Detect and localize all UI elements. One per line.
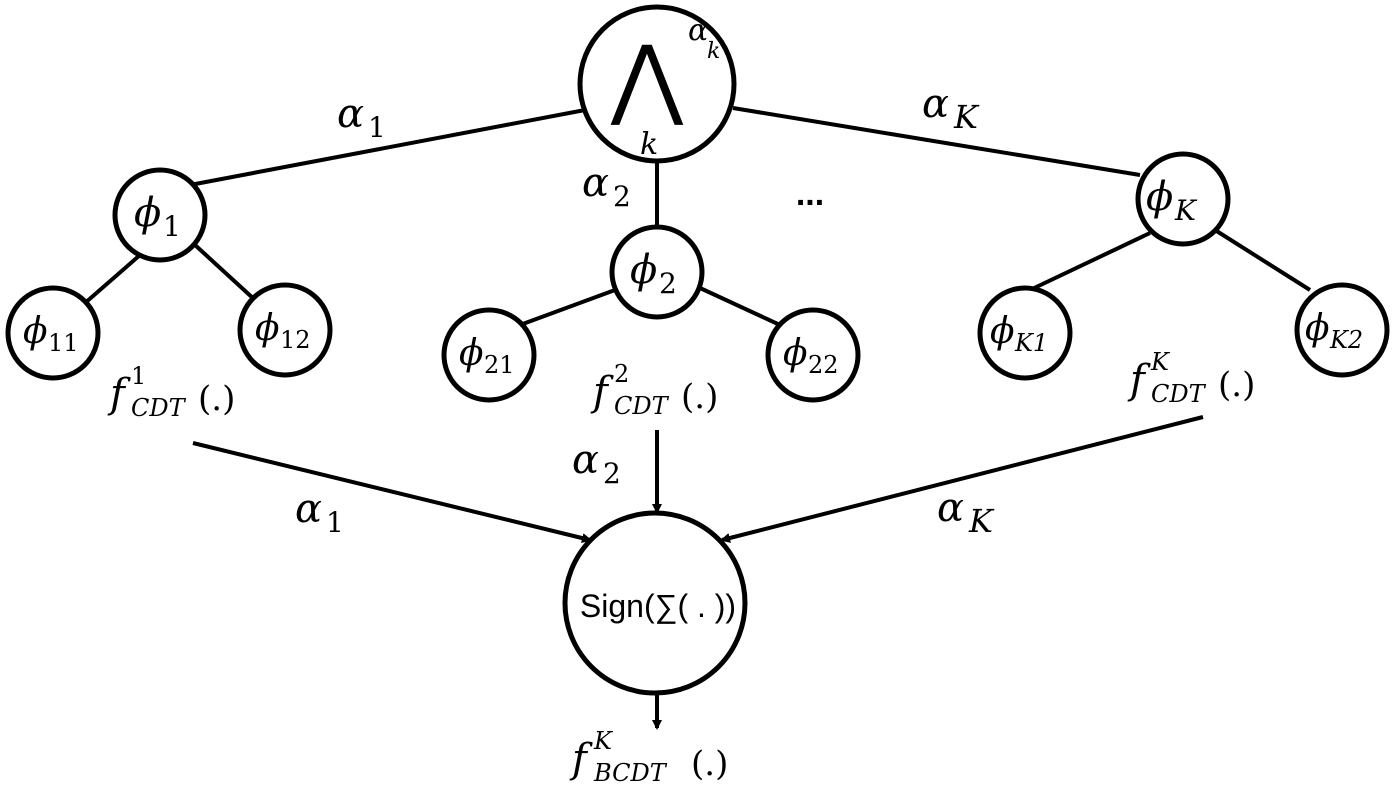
arrow-fK-to-combiner [720, 415, 1204, 543]
edge-phiK-phiK1 [1029, 231, 1151, 292]
svg-text:ϕ: ϕ [23, 311, 48, 352]
svg-text:ϕ: ϕ [783, 333, 808, 374]
edge-phi2-phi21 [519, 288, 616, 327]
edge-root-phiK [732, 106, 1141, 177]
svg-text:K: K [1150, 348, 1171, 376]
root-superscript-alpha: α [688, 13, 708, 48]
node-phi21: ϕ 21 [441, 307, 537, 403]
conjunction-symbol: ⋀ [610, 26, 684, 129]
svg-text:α: α [922, 81, 949, 127]
svg-text:2: 2 [613, 180, 631, 213]
svg-text:ϕ: ϕ [134, 190, 161, 236]
svg-text:(.): (.) [681, 377, 718, 417]
node-phi11: ϕ 11 [5, 285, 101, 381]
node-phiK1: ϕ K1 [977, 285, 1073, 381]
svg-text:BCDT: BCDT [593, 759, 668, 787]
svg-text:1: 1 [326, 506, 344, 539]
svg-text:ϕ: ϕ [459, 333, 484, 374]
node-phi12: ϕ 12 [237, 282, 333, 378]
svg-text:K: K [968, 502, 995, 540]
svg-text:1: 1 [131, 362, 146, 390]
svg-text:K: K [1174, 194, 1198, 227]
svg-text:CDT: CDT [131, 394, 187, 422]
svg-text:CDT: CDT [614, 392, 670, 420]
node-phi22: ϕ 22 [765, 307, 861, 403]
root-subscript-k: k [640, 127, 658, 162]
svg-text:ϕ: ϕ [1146, 174, 1173, 220]
svg-text:K: K [953, 98, 980, 136]
arrow-f1-to-combiner [192, 441, 592, 543]
label-bottom-alpha1: α 1 [295, 486, 344, 539]
svg-text:α: α [337, 91, 364, 137]
label-fK-cdt: f K CDT (.) [1127, 348, 1255, 408]
svg-text:1: 1 [368, 111, 386, 144]
node-phiK2: ϕ K2 [1294, 282, 1390, 378]
svg-text:f: f [569, 736, 593, 782]
ellipsis: ... [796, 175, 824, 213]
svg-text:ϕ: ϕ [1305, 308, 1330, 349]
svg-text:22: 22 [808, 351, 839, 379]
svg-text:f: f [1127, 357, 1151, 403]
label-f2-cdt: f 2 CDT (.) [590, 360, 718, 420]
label-bottom-alpha2: α 2 [572, 437, 621, 490]
svg-text:21: 21 [484, 351, 515, 379]
edge-phi1-phi11 [83, 253, 142, 305]
label-output-bcdt: f K BCDT (.) [569, 727, 728, 787]
label-top-alphaK: α K [922, 81, 980, 136]
svg-text:α: α [295, 486, 322, 532]
svg-text:ϕ: ϕ [630, 247, 657, 293]
svg-text:α: α [572, 437, 599, 483]
svg-text:1: 1 [163, 210, 181, 243]
svg-text:α: α [937, 485, 964, 531]
svg-text:ϕ: ϕ [255, 308, 280, 349]
label-top-alpha1: α 1 [337, 91, 386, 144]
root-superscript-k: k [707, 39, 720, 64]
svg-text:2: 2 [614, 360, 629, 388]
root-conjunction-node: ⋀ α k k [577, 4, 737, 164]
svg-text:2: 2 [603, 457, 621, 490]
svg-text:K: K [593, 727, 614, 755]
svg-text:2: 2 [659, 267, 677, 300]
svg-text:(.): (.) [691, 744, 728, 784]
combiner-node: Sign(∑( . )) [562, 510, 748, 696]
edge-phiK-phiK2 [1213, 228, 1312, 292]
label-f1-cdt: f 1 CDT (.) [107, 362, 235, 422]
svg-text:f: f [590, 369, 614, 415]
edge-phi1-phi12 [193, 243, 257, 302]
label-bottom-alphaK: α K [937, 485, 995, 540]
label-top-alpha2: α 2 [582, 160, 631, 213]
svg-text:K2: K2 [1329, 326, 1363, 354]
svg-text:11: 11 [48, 329, 79, 357]
svg-text:12: 12 [280, 326, 311, 354]
edge-phi2-phi22 [699, 286, 781, 327]
svg-text:(.): (.) [198, 379, 235, 419]
svg-text:f: f [107, 371, 131, 417]
combiner-label: Sign(∑( . )) [580, 588, 736, 624]
svg-text:K1: K1 [1014, 329, 1048, 357]
svg-text:α: α [582, 160, 609, 206]
node-phi1: ϕ 1 [112, 167, 208, 263]
svg-text:(.): (.) [1218, 365, 1255, 405]
edge-root-phi1 [189, 108, 586, 187]
node-phiK: ϕ K [1135, 151, 1231, 247]
node-phi2: ϕ 2 [609, 224, 705, 320]
svg-text:ϕ: ϕ [990, 311, 1015, 352]
svg-text:CDT: CDT [1151, 380, 1207, 408]
